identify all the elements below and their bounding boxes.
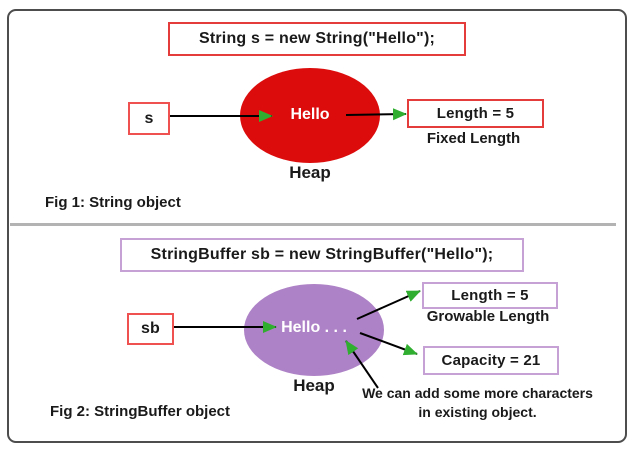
fig1-length-text: Length = 5 <box>436 105 515 122</box>
fig2-annotation: We can add some more characters in exist… <box>345 384 610 422</box>
fig2-caption: Fig 2: StringBuffer object <box>50 403 230 420</box>
fig2-annotation-line1: We can add some more characters <box>362 385 593 401</box>
fig2-annotation-to-heap-arrow <box>345 340 379 389</box>
fig2-annotation-line2: in existing object. <box>418 404 537 420</box>
fig2-capacity-text: Capacity = 21 <box>441 352 541 369</box>
fig2-code-box: StringBuffer sb = new StringBuffer("Hell… <box>120 238 524 272</box>
fig2-length-text: Length = 5 <box>451 287 529 304</box>
fig1-variable-box: s <box>128 102 170 135</box>
fig1-caption: Fig 1: String object <box>45 194 181 211</box>
fig2-length-note: Growable Length <box>426 308 550 325</box>
fig2-variable-box: sb <box>127 313 174 345</box>
fig2-length-box: Length = 5 <box>422 282 558 309</box>
fig2-capacity-box: Capacity = 21 <box>423 346 559 375</box>
fig1-heap-label: Heap <box>289 163 331 182</box>
fig2-heap-label: Heap <box>293 376 335 395</box>
section-divider <box>10 223 616 226</box>
fig1-code-text: String s = new String("Hello"); <box>198 30 436 47</box>
fig2-variable-label: sb <box>140 320 161 337</box>
fig2-heap-value: Hello . . . <box>281 319 347 336</box>
fig1-heap-to-length-arrow <box>345 108 407 121</box>
fig1-variable-label: s <box>144 109 154 127</box>
fig2-heap-to-capacity-arrow <box>359 332 418 356</box>
fig2-heap-to-length-arrow <box>356 290 421 320</box>
fig1-heap-value: Hello <box>290 106 330 123</box>
fig1-length-note: Fixed Length <box>426 130 521 147</box>
fig1-code-box: String s = new String("Hello"); <box>168 22 466 56</box>
fig1-length-box: Length = 5 <box>407 99 544 128</box>
fig2-code-text: StringBuffer sb = new StringBuffer("Hell… <box>150 246 494 263</box>
